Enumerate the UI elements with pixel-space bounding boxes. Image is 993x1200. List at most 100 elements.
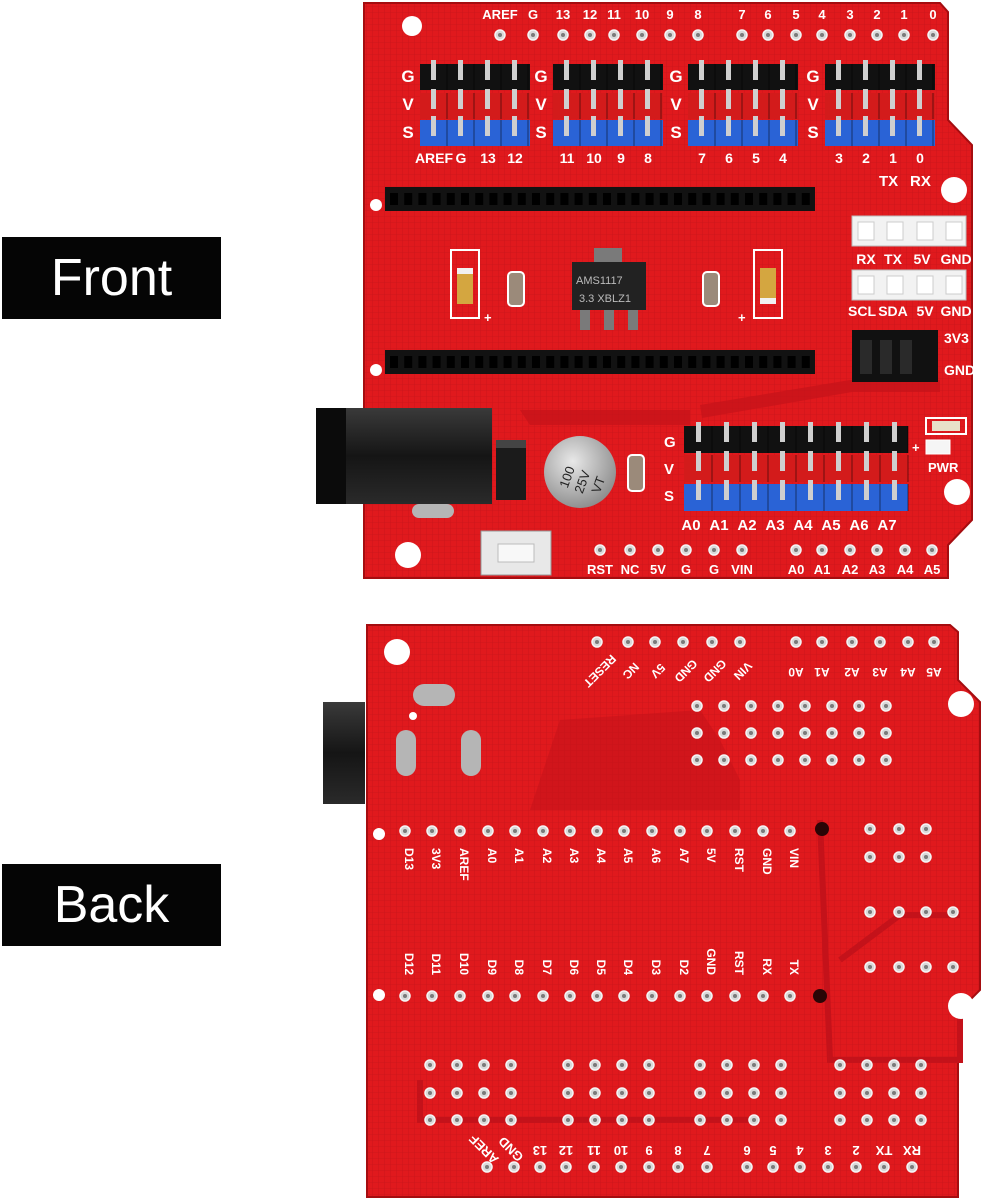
mount-hole — [395, 542, 421, 568]
smd-cap — [507, 271, 525, 307]
back-bottom-label: 11 — [587, 1143, 601, 1158]
uart-label: GND — [940, 251, 971, 267]
back-lower-label: D10 — [457, 953, 471, 975]
back-top-label: A1 — [814, 665, 830, 679]
bottom-pin-label: A4 — [897, 562, 914, 577]
back-top-label: A4 — [900, 665, 916, 679]
gvs-letter: V — [402, 95, 414, 114]
back-bottom-label: 8 — [674, 1143, 681, 1158]
svg-text:+: + — [912, 440, 920, 455]
svg-text:+: + — [484, 310, 492, 325]
top-header-label: 0 — [929, 7, 936, 22]
top-header-label: G — [528, 7, 538, 22]
top-header-label: 7 — [738, 7, 745, 22]
analog-label: A4 — [793, 517, 813, 534]
back-label: Back — [2, 864, 221, 946]
analog-label: A7 — [877, 517, 896, 534]
top-header-label: 8 — [694, 7, 701, 22]
group-pin-label: AREF — [415, 150, 454, 166]
gvs-letter: V — [670, 95, 682, 114]
power-row — [684, 455, 908, 482]
back-mid-label: A3 — [567, 848, 581, 864]
group-pin-label: 6 — [725, 150, 733, 166]
top-header-label: 4 — [818, 7, 826, 22]
top-header-label: 11 — [607, 7, 621, 22]
uart-label: RX — [856, 251, 876, 267]
back-bottom-label: 10 — [614, 1143, 628, 1158]
diode — [496, 440, 526, 500]
group-pin-label: 11 — [560, 150, 575, 166]
gvs-letter: G — [534, 67, 547, 86]
power-row — [688, 93, 798, 119]
back-lower-label: D8 — [512, 960, 526, 976]
back-lower-label: D12 — [402, 953, 416, 975]
gvs-letter: G — [401, 67, 414, 86]
back-bottom-label: RX — [903, 1143, 921, 1158]
group-pin-label: 13 — [480, 150, 496, 166]
group-pin-label: 2 — [862, 150, 870, 166]
top-header-label: 12 — [583, 7, 597, 22]
bottom-pin-label: A5 — [924, 562, 941, 577]
mount-hole — [941, 177, 967, 203]
group-pin-label: 8 — [644, 150, 652, 166]
gvs-letter: V — [807, 95, 819, 114]
group-pin-label: 9 — [617, 150, 625, 166]
back-mid-label: VIN — [787, 848, 801, 868]
back-lower-label: D3 — [649, 960, 663, 976]
bottom-pin-label: G — [709, 562, 719, 577]
ground-row — [684, 426, 908, 453]
tantalum-cap — [457, 268, 473, 304]
back-bottom-label: 6 — [743, 1143, 750, 1158]
top-header-label: 1 — [900, 7, 907, 22]
i2c-label: SDA — [878, 303, 908, 319]
cap-text: VT — [588, 474, 608, 495]
electrolytic-capacitor — [544, 436, 616, 508]
gvs-letter: S — [664, 488, 674, 505]
ground-row — [688, 64, 798, 90]
gvs-letter: S — [402, 123, 413, 142]
bottom-pin-label: RST — [587, 562, 613, 577]
back-mid-label: A4 — [594, 848, 608, 864]
analog-servo-header — [684, 422, 909, 511]
back-lower-label: D6 — [567, 960, 581, 976]
regulator-text: 3.3 XBLZ1 — [579, 293, 631, 305]
back-mid-label: A7 — [677, 848, 691, 864]
back-top-label: A0 — [788, 665, 804, 679]
back-mid-label: GND — [760, 848, 774, 875]
analog-label: A1 — [709, 517, 728, 534]
pwr-label: PWR — [928, 460, 959, 475]
bottom-pin-label: A0 — [788, 562, 805, 577]
bottom-pin-label: NC — [621, 562, 640, 577]
back-bottom-label: TX — [875, 1143, 892, 1158]
back-mid-label: 5V — [704, 848, 718, 863]
top-header-label: 2 — [873, 7, 880, 22]
group-pin-label: 4 — [779, 150, 787, 166]
group-pin-label: 3 — [835, 150, 843, 166]
back-bottom-label: 12 — [559, 1143, 573, 1158]
signal-row — [688, 120, 798, 146]
back-lower-label: D11 — [429, 954, 443, 976]
solder-lug — [396, 730, 416, 776]
bottom-pin-label: 5V — [650, 562, 666, 577]
group-pin-label: 10 — [586, 150, 602, 166]
back-lower-label: GND — [704, 948, 718, 975]
gvs-letter: G — [664, 434, 676, 451]
group-pin-label: 5 — [752, 150, 760, 166]
group-pin-label: 1 — [889, 150, 897, 166]
mount-hole — [402, 16, 422, 36]
back-lower-label: TX — [787, 960, 801, 975]
group-pin-label: 7 — [698, 150, 706, 166]
mount-hole — [944, 479, 970, 505]
jumper-3v3-label: 3V3 — [944, 330, 969, 346]
i2c-label: GND — [940, 303, 971, 319]
ground-row — [825, 64, 935, 90]
bottom-pin-label: A1 — [814, 562, 831, 577]
back-lower-label: RST — [732, 951, 746, 976]
